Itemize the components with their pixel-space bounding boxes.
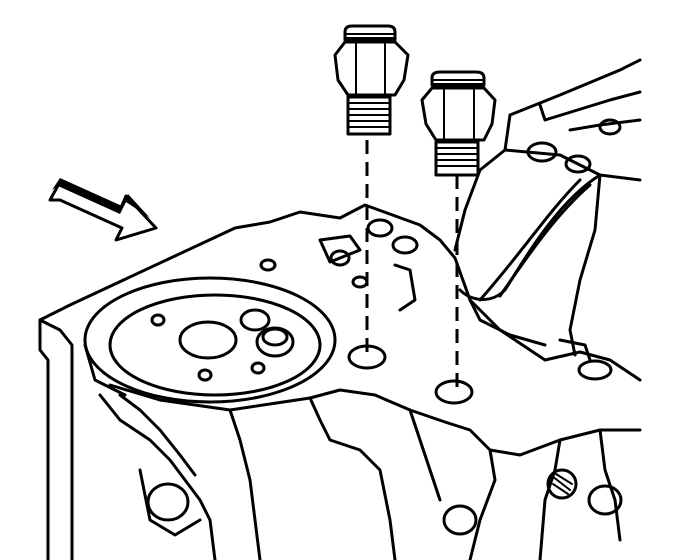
crankshaft-bearing-cap: [453, 58, 642, 381]
plug-hole-right: [434, 379, 474, 405]
oil-gallery-plug-right: [420, 70, 497, 387]
oil-filter-mount: [83, 276, 337, 404]
oil-gallery-plug-left: [333, 24, 410, 352]
engine-block: [38, 203, 642, 560]
direction-arrow: [48, 178, 158, 242]
